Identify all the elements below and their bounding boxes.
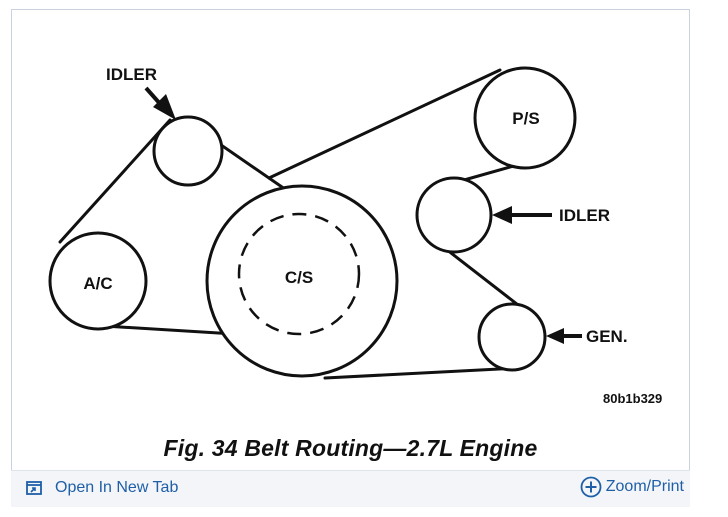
- open-in-new-tab-link[interactable]: Open In New Tab: [25, 479, 178, 497]
- ps-pulley: [473, 66, 577, 170]
- label-cs: C/S: [285, 268, 313, 287]
- ac-pulley: [48, 231, 148, 331]
- image-frame: IDLER A/C C/S P/S IDLER GEN. 80b1b329 Fi…: [11, 9, 690, 507]
- zoom-plus-icon: [580, 476, 602, 498]
- label-ps: P/S: [512, 109, 539, 128]
- zoom-print-link[interactable]: Zoom/Print: [580, 476, 684, 498]
- belt-segment: [58, 118, 172, 244]
- label-idler-top: IDLER: [106, 65, 157, 84]
- label-idler-right: IDLER: [559, 206, 610, 225]
- arrow-gen: [546, 328, 564, 344]
- zoom-print-label: Zoom/Print: [605, 478, 684, 495]
- idler-pulley-right: [415, 176, 493, 254]
- figure-code: 80b1b329: [603, 391, 662, 406]
- idler-pulley-top: [152, 115, 224, 187]
- belt-segment: [440, 244, 524, 310]
- figure-caption: Fig. 34 Belt Routing—2.7L Engine: [163, 435, 538, 461]
- open-in-new-tab-label: Open In New Tab: [55, 479, 179, 496]
- belt-routing-diagram: IDLER A/C C/S P/S IDLER GEN. 80b1b329: [48, 65, 662, 406]
- arrow-idler-top: [153, 94, 176, 120]
- image-toolbar: Open In New Tab Zoom/Print: [11, 470, 690, 507]
- open-new-tab-icon: [26, 481, 42, 495]
- belt-segment: [323, 366, 521, 380]
- arrow-idler-right: [492, 206, 512, 224]
- belt-segment: [267, 68, 502, 180]
- generator-pulley: [477, 302, 547, 372]
- crankshaft-inner-dashed: [237, 212, 361, 336]
- label-gen: GEN.: [586, 327, 628, 346]
- label-ac: A/C: [83, 274, 112, 293]
